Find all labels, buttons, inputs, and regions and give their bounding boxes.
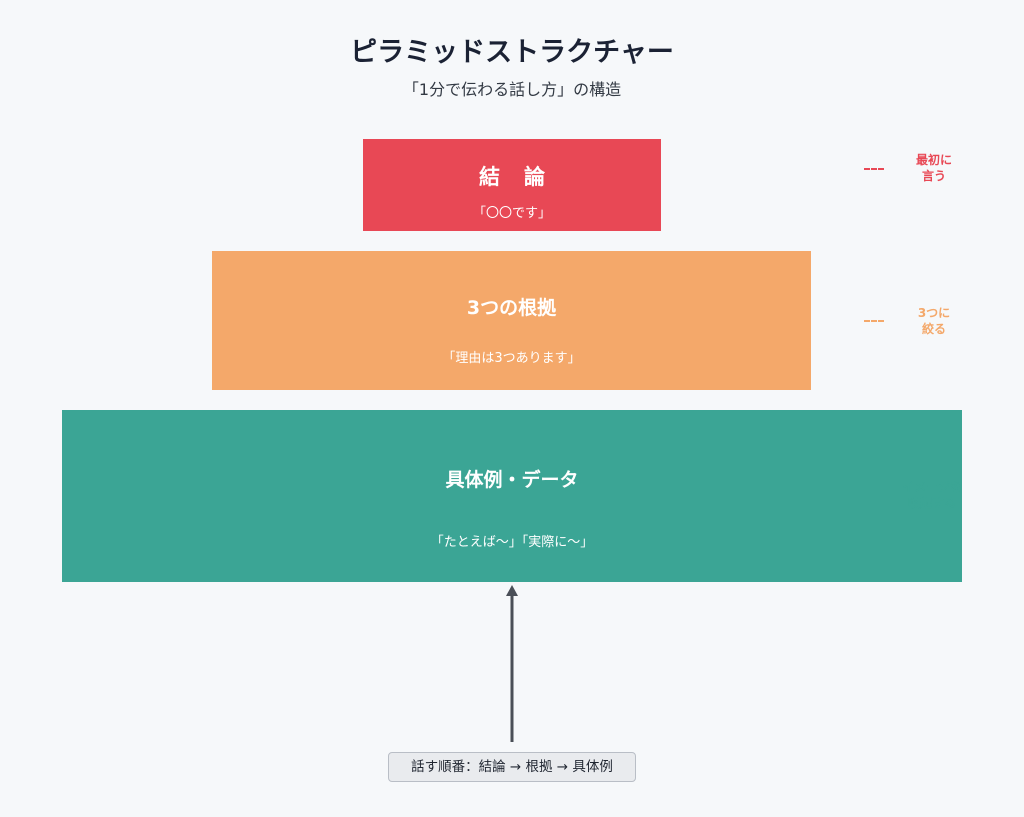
level-quote: 「〇〇です」 xyxy=(472,206,551,221)
connector-dash xyxy=(864,320,884,322)
level-note: 3つに 絞る xyxy=(917,306,951,336)
level-note: イメージを 喚起する xyxy=(902,480,962,510)
connector-dash xyxy=(864,495,884,497)
level-quote: 「理由は3つあります」 xyxy=(442,351,581,366)
pyramid-level-reasons: 3つの根拠 「理由は3つあります」 xyxy=(212,251,811,390)
pyramid-level-examples: 具体例・データ 「たとえば〜」「実際に〜」 xyxy=(62,410,962,582)
level-quote: 「たとえば〜」「実際に〜」 xyxy=(430,535,594,550)
pyramid-level-conclusion: 結論 「〇〇です」 xyxy=(363,139,661,231)
connector-dash xyxy=(864,168,884,170)
level-note: 最初に 言う xyxy=(915,153,952,183)
level-name: 結論 xyxy=(479,165,569,189)
diagram-title: ピラミッドストラクチャー xyxy=(350,37,674,68)
level-name: 具体例・データ xyxy=(445,469,579,491)
level-name: 3つの根拠 xyxy=(466,297,557,319)
diagram-subtitle: 「1分で伝わる話し方」の構造 xyxy=(402,80,622,99)
speaking-order-label: 話す順番：結論 → 根拠 → 具体例 xyxy=(388,752,636,782)
arrow-up-icon xyxy=(506,585,518,742)
